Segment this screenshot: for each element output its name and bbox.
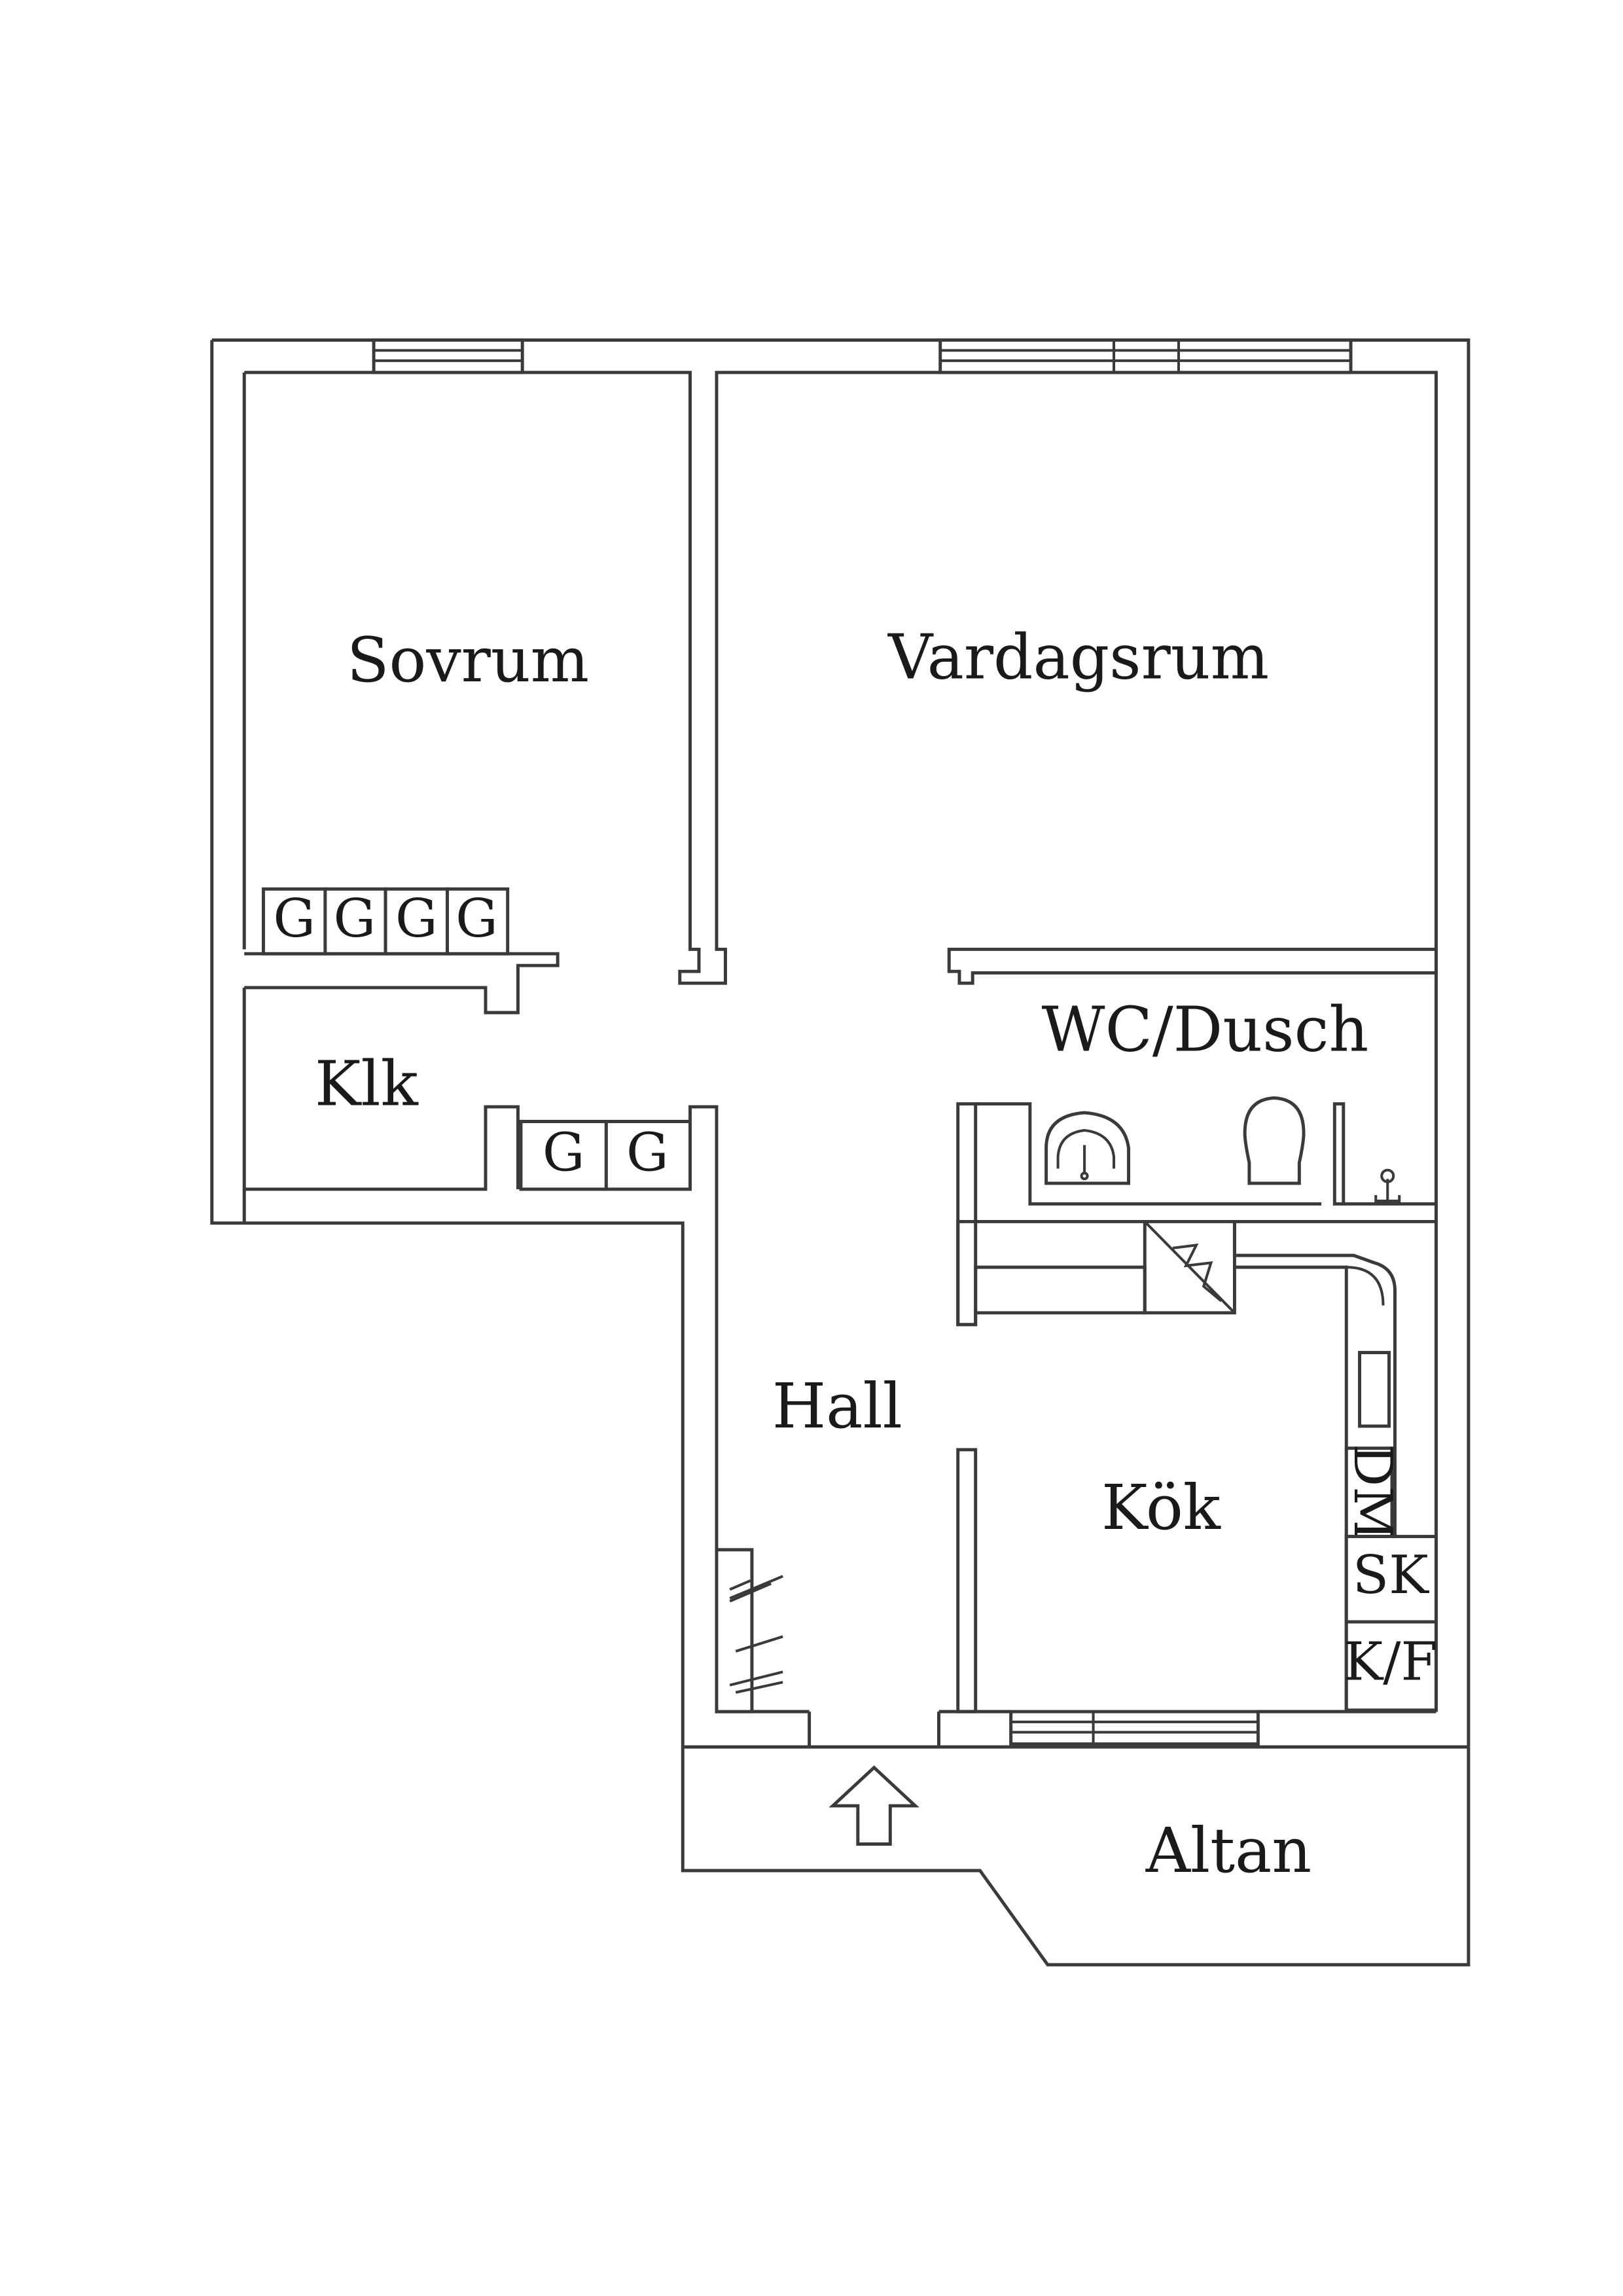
balcony: [681, 1747, 1471, 1967]
shower-icon: [1374, 1168, 1401, 1204]
wardrobe-letter: G: [273, 888, 315, 950]
wardrobe-letter: G: [543, 1122, 585, 1183]
entrance-arrow-icon: [829, 1765, 919, 1846]
room-label-altan: Altan: [1145, 1815, 1311, 1887]
room-label-kok: Kök: [1101, 1472, 1221, 1544]
wardrobe-hall: G G: [519, 1120, 692, 1191]
room-label-hall: Hall: [772, 1371, 902, 1443]
stove-icon: [1358, 1351, 1391, 1428]
coat-rack-icon: [715, 1548, 783, 1713]
freezer-label: SK: [1353, 1545, 1429, 1606]
window-kok: [1009, 1710, 1260, 1746]
fridge-label: K/F: [1344, 1631, 1438, 1693]
room-label-wc: WC/Dusch: [1042, 994, 1369, 1066]
fridge: K/F: [1344, 1620, 1438, 1712]
dishwasher-label: DM: [1342, 1444, 1403, 1541]
wardrobe-letter: G: [395, 888, 438, 950]
wardrobe-letter: G: [455, 888, 498, 950]
wardrobe-letter: G: [626, 1122, 669, 1183]
wall-hall: [683, 1448, 1469, 1749]
window-vardagsrum: [938, 338, 1353, 374]
room-label-sovrum: Sovrum: [347, 624, 589, 696]
room-label-vardagsrum: Vardagsrum: [887, 621, 1269, 693]
wardrobe-sovrum: G G G G: [244, 887, 560, 1014]
room-label-klk: Klk: [315, 1049, 419, 1121]
sink-icon: [1044, 1111, 1131, 1185]
window-sovrum: [372, 338, 524, 374]
toilet-icon: [1243, 1096, 1306, 1185]
ventilation-icon: [1143, 1221, 1236, 1314]
freezer: SK: [1344, 1535, 1438, 1624]
wardrobe-letter: G: [334, 888, 376, 950]
outer-wall: [210, 338, 1471, 1748]
kitchen-counter: [956, 1219, 1385, 1710]
dishwasher: DM: [1342, 1444, 1403, 1541]
